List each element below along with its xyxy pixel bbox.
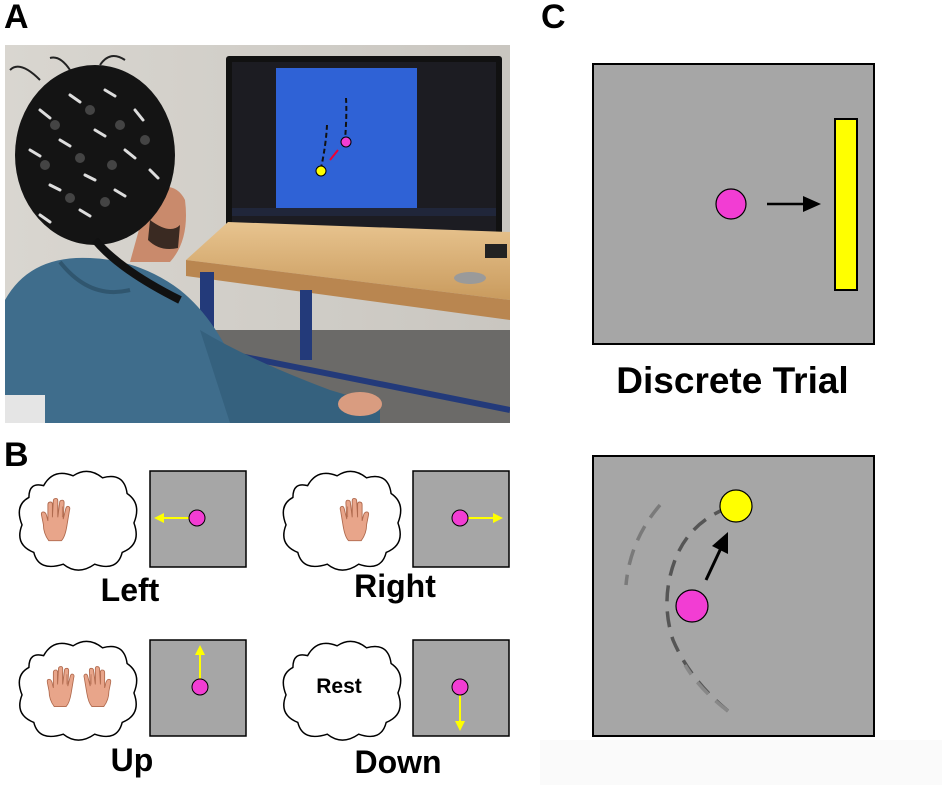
- continuous-trial-box: [592, 455, 875, 737]
- hand-icon: [40, 497, 71, 542]
- cursor-box-right: [412, 470, 510, 568]
- cursor-box-up: [149, 639, 247, 737]
- arrow-icon: [712, 532, 728, 554]
- discrete-trial-box: [592, 63, 875, 345]
- rest-text: Rest: [316, 675, 362, 698]
- arrow-icon: [803, 196, 821, 212]
- monitor-screen: [276, 68, 417, 216]
- cursor-dot: [188, 509, 206, 527]
- discrete-trial-label: Discrete Trial: [616, 360, 849, 401]
- arrow-icon: [195, 645, 205, 655]
- cursor-dot: [675, 589, 709, 623]
- hand-icon: [46, 666, 75, 708]
- cursor-dot: [451, 509, 469, 527]
- arrow-icon: [154, 513, 164, 523]
- cursor-dot: [715, 188, 747, 220]
- panel-letter-c: C: [541, 0, 566, 36]
- cursor-dot: [191, 678, 209, 696]
- target-dot: [719, 489, 753, 523]
- hand-icon: [83, 666, 112, 708]
- label-right: Right: [354, 568, 436, 604]
- cursor-box-left: [149, 470, 247, 568]
- thought-cloud-icon: [18, 470, 138, 571]
- cursor-box-down: [412, 639, 510, 737]
- cursor-dot: [451, 678, 469, 696]
- thought-cloud-icon: [282, 470, 402, 571]
- arrow-icon: [493, 513, 503, 523]
- label-down: Down: [354, 744, 442, 780]
- target-bar: [834, 118, 858, 291]
- panel-letter-b: B: [4, 436, 29, 474]
- label-up: Up: [110, 742, 154, 778]
- hand-icon: [339, 497, 370, 542]
- panel-letter-a: A: [4, 0, 29, 36]
- arrow-icon: [455, 721, 465, 731]
- thought-cloud-icon: [18, 640, 138, 741]
- label-left: Left: [100, 572, 160, 608]
